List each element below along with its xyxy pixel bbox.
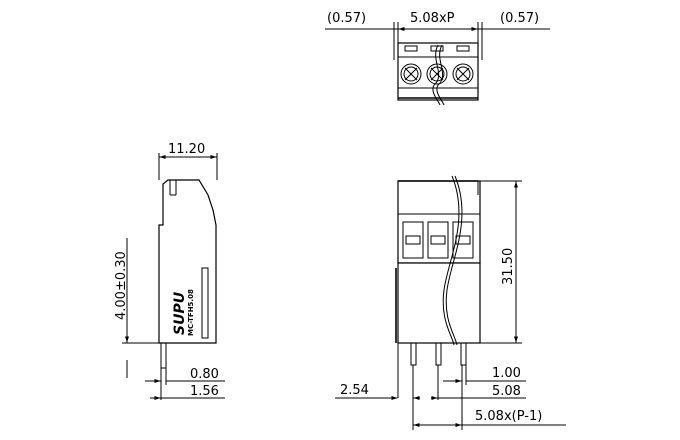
model-label: MC-TFH5.08 [187,289,195,336]
top-left-margin-dim: (0.57) [327,11,366,26]
screw-icon [452,63,474,85]
top-right-margin-dim: (0.57) [500,11,539,26]
height-dim: 31.50 [501,248,516,285]
screw-icon [400,63,422,85]
top-pitch-dim: 5.08xP [410,11,455,26]
pitch-dim: 5.08 [492,384,521,399]
pin-thickness-dim: 1.00 [492,366,521,381]
pin-width-dim: 0.80 [190,367,219,382]
pin-length-dim: 4.00±0.30 [114,251,129,320]
side-view: 11.20 SUPU MC-TFH5.08 4.00±0.30 0.80 1.5… [114,142,225,400]
edge-offset-dim: 2.54 [340,383,369,398]
total-pitch-dim: 5.08x(P-1) [475,409,542,424]
top-view: (0.57) 5.08xP (0.57) [325,11,550,106]
front-view: 31.50 1.00 2.54 5.08 5.08x(P-1) [335,175,566,430]
screw-icon [426,63,448,85]
side-width-dim: 11.20 [168,142,205,157]
supu-logo: SUPU [172,291,188,335]
pin-offset-dim: 1.56 [190,384,219,399]
